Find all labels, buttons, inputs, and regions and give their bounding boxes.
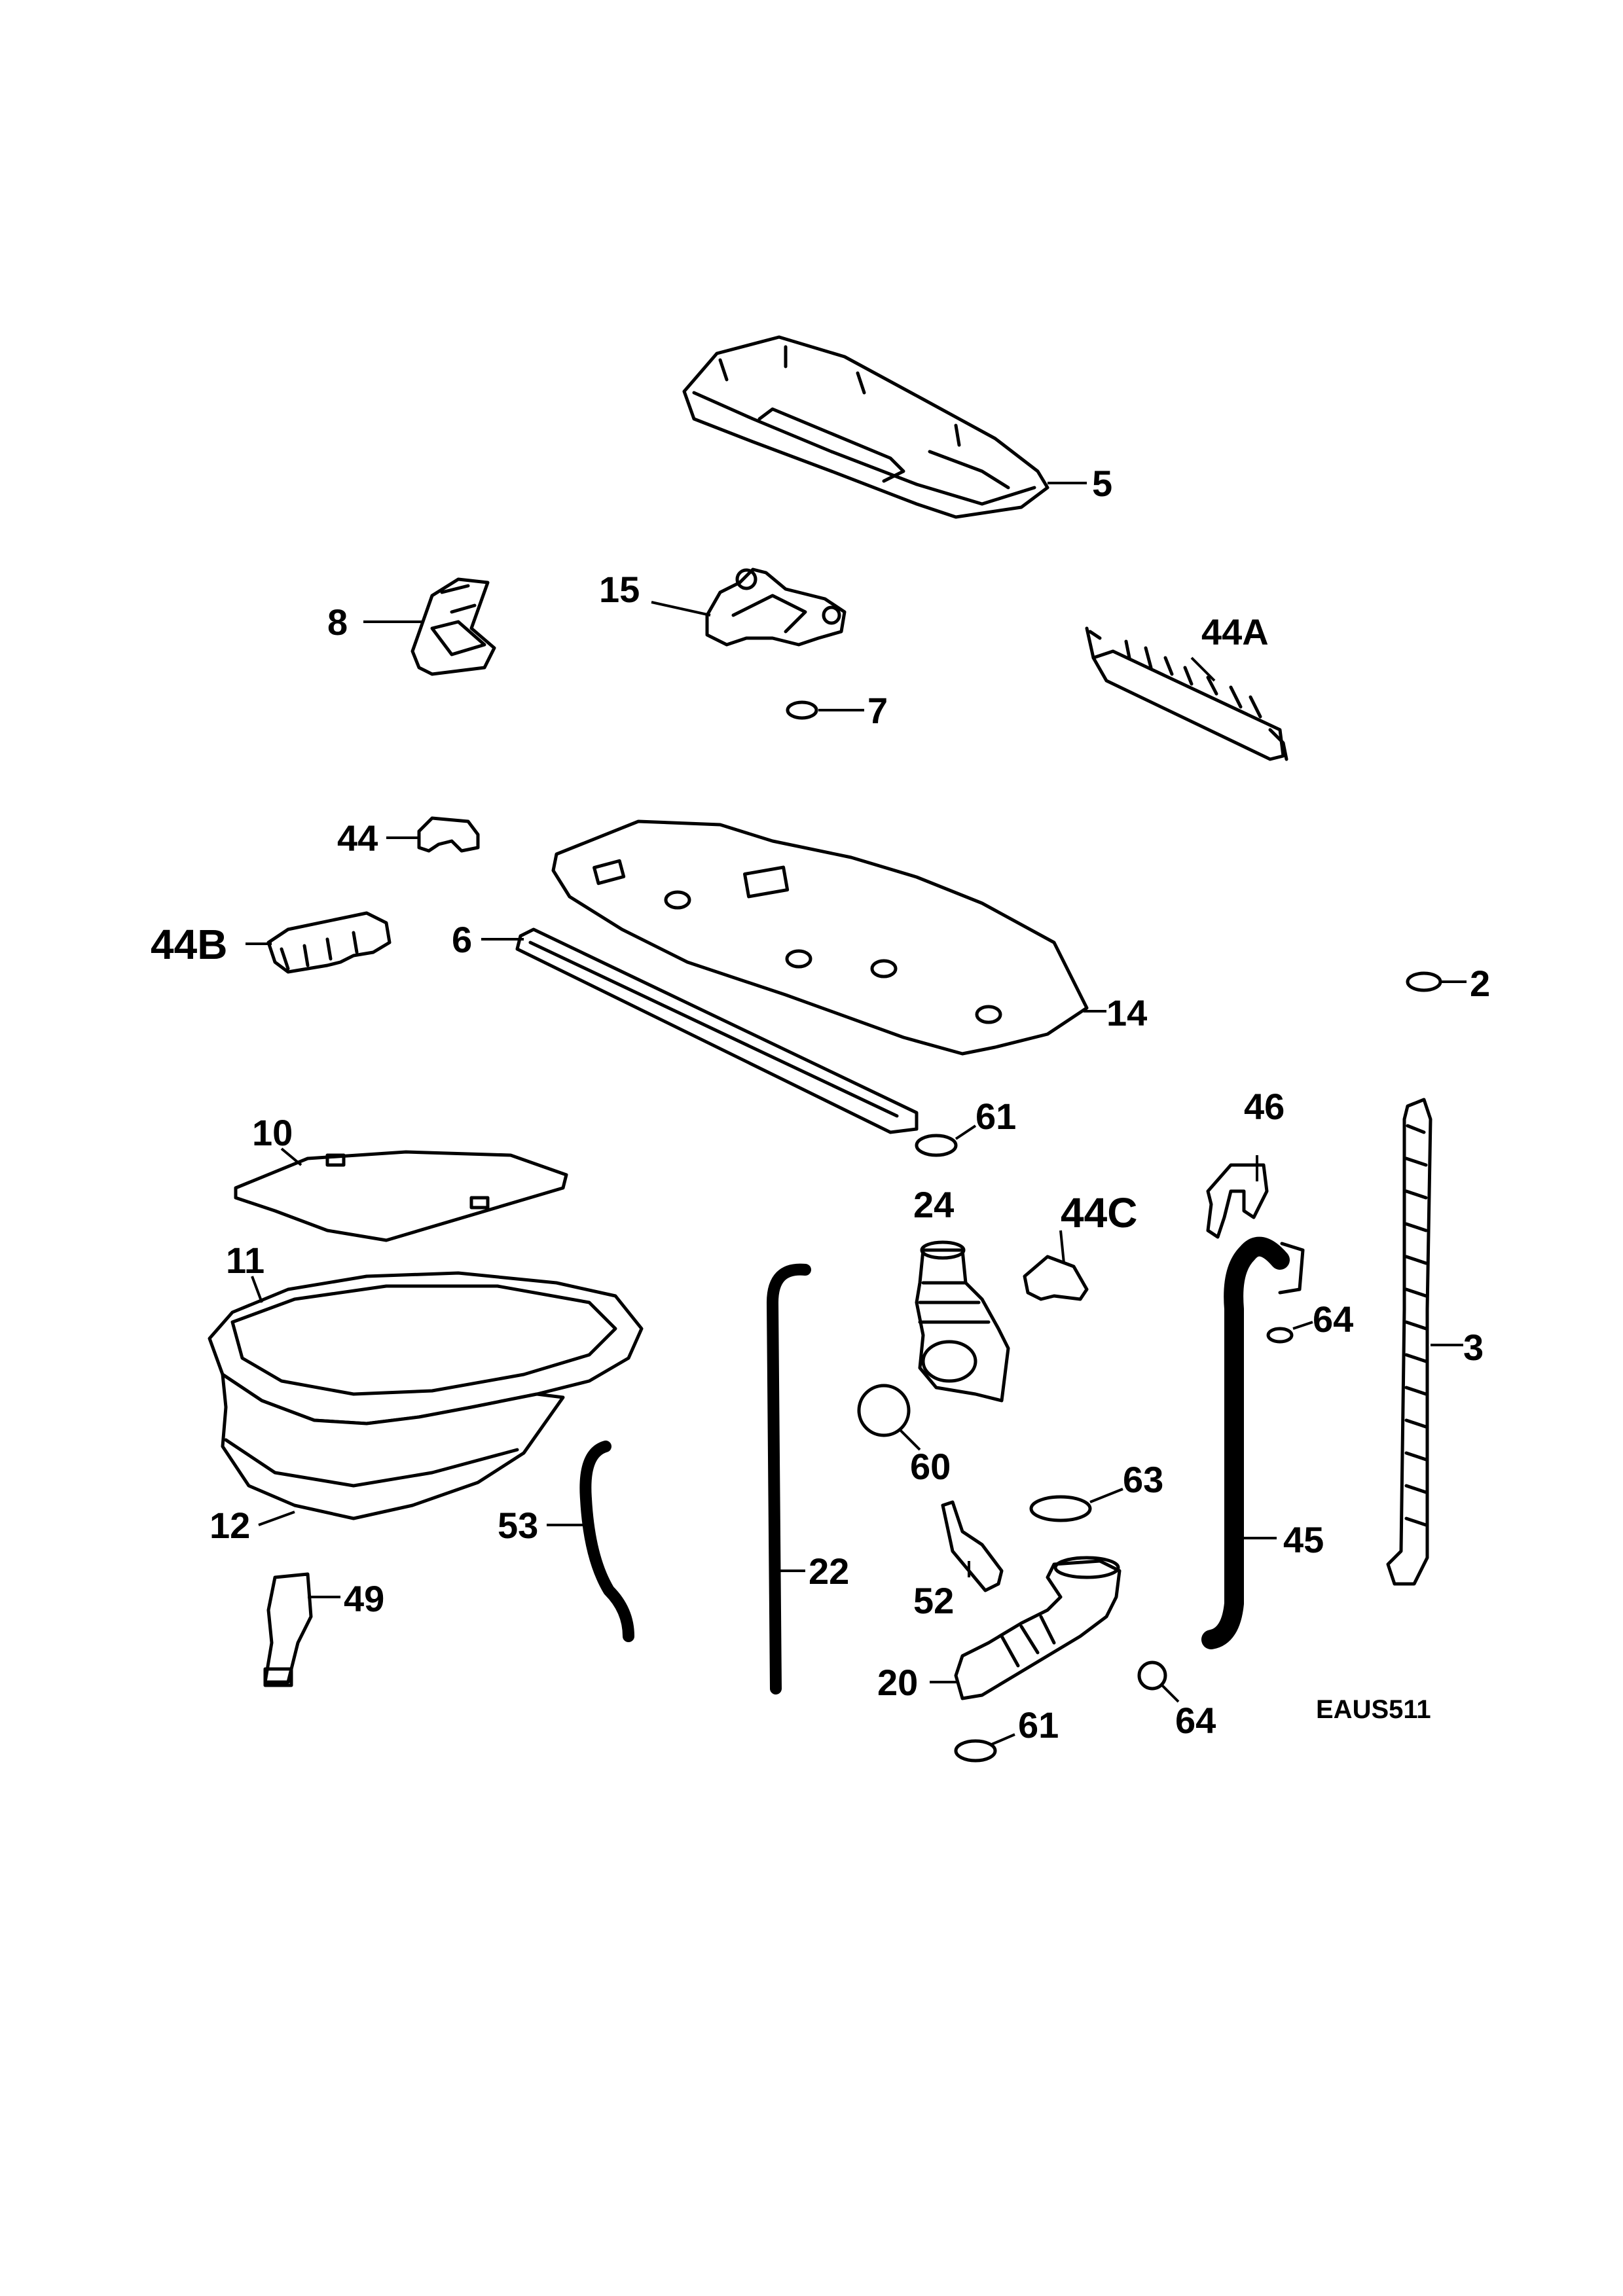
part-64-clamp-bottom: [1137, 1660, 1167, 1691]
part-22-hose: [767, 1263, 811, 1695]
callout-5: 5: [1092, 463, 1112, 504]
callout-10: 10: [252, 1112, 293, 1153]
callout-63: 63: [1123, 1459, 1163, 1500]
part-46-hose-guide: [1206, 1163, 1269, 1239]
part-5-dispenser-housing: [682, 335, 1049, 519]
part-52-fitting: [941, 1500, 1004, 1592]
part-53-hose: [579, 1441, 634, 1642]
part-44-clip: [417, 816, 480, 853]
callout-52: 52: [913, 1580, 954, 1621]
callout-64-top: 64: [1313, 1299, 1353, 1340]
callout-12: 12: [210, 1505, 250, 1546]
part-12-tub: [221, 1372, 565, 1520]
callout-44b: 44B: [151, 921, 227, 968]
callout-22: 22: [809, 1551, 849, 1592]
part-24-bellows: [915, 1240, 1010, 1403]
callout-24: 24: [913, 1184, 954, 1225]
part-44c-clip: [1023, 1255, 1089, 1301]
part-44b-multi-clip: [266, 911, 392, 974]
callout-61-top: 61: [976, 1096, 1016, 1137]
part-6-strip: [515, 927, 919, 1134]
callout-46: 46: [1244, 1086, 1285, 1127]
callout-44a: 44A: [1201, 611, 1269, 653]
part-10-lid-plate: [234, 1150, 568, 1242]
part-49-bracket: [263, 1572, 313, 1687]
callout-15: 15: [599, 569, 640, 610]
callout-2: 2: [1470, 963, 1490, 1004]
part-15-inlet-valve: [705, 567, 847, 647]
callout-49: 49: [344, 1578, 384, 1619]
callout-60: 60: [910, 1446, 951, 1487]
part-63-clamp: [1029, 1495, 1092, 1522]
part-61-clamp-bottom: [954, 1739, 997, 1763]
callout-64-bottom: 64: [1175, 1700, 1216, 1741]
callout-44c: 44C: [1061, 1189, 1137, 1236]
part-45-drain-hose: [1201, 1236, 1305, 1649]
part-2-cap: [1406, 971, 1442, 992]
callout-53: 53: [498, 1505, 538, 1546]
callout-14: 14: [1106, 992, 1147, 1033]
callout-7: 7: [867, 690, 888, 731]
part-60-clamp: [857, 1384, 911, 1437]
part-64-clamp-top: [1266, 1327, 1294, 1344]
callout-3: 3: [1463, 1327, 1484, 1368]
callout-8: 8: [327, 601, 348, 643]
part-20-sump-hose: [954, 1556, 1122, 1700]
callout-61-bottom: 61: [1018, 1704, 1059, 1746]
part-14-panel-cover: [551, 819, 1089, 1056]
callout-44: 44: [337, 817, 378, 859]
callout-6: 6: [452, 919, 472, 960]
diagram-code: EAUS511: [1316, 1695, 1431, 1724]
part-61-clamp-top: [915, 1134, 958, 1157]
callout-45: 45: [1283, 1519, 1324, 1560]
part-8-bracket: [410, 577, 496, 676]
part-7-oring: [786, 700, 818, 720]
part-11-tub-gasket: [208, 1271, 644, 1426]
part-3-inlet-hose: [1386, 1098, 1432, 1586]
callout-20: 20: [877, 1662, 918, 1703]
callout-11: 11: [226, 1240, 264, 1281]
part-44a-harness-bar: [1085, 626, 1288, 761]
